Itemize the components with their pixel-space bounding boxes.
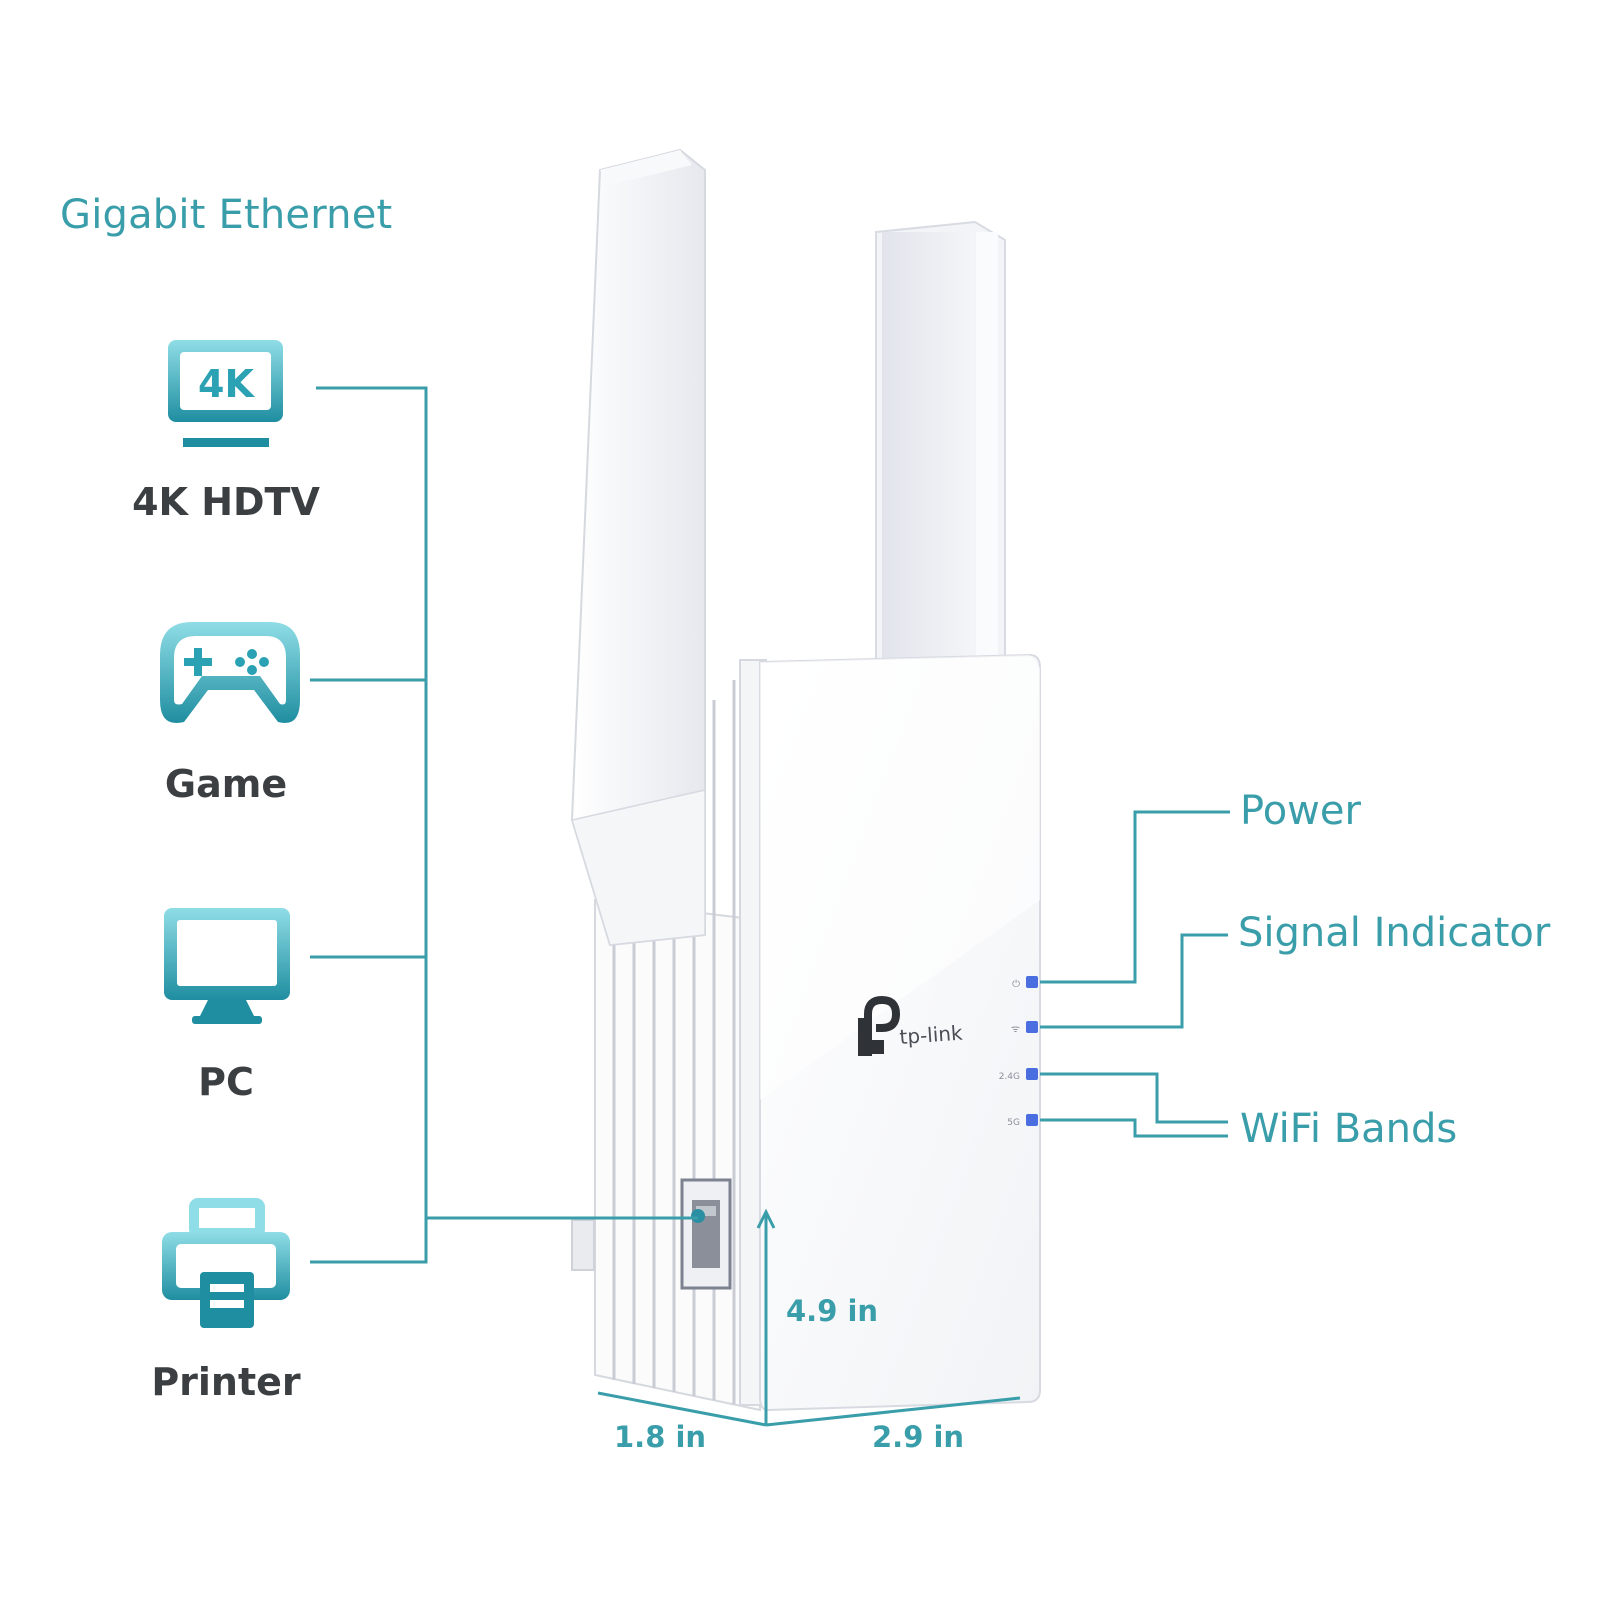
section-heading: Gigabit Ethernet <box>60 192 393 238</box>
callout-signal-indicator: Signal Indicator <box>1238 910 1551 956</box>
dimension-width: 2.9 in <box>872 1420 965 1454</box>
device-label-printer: Printer <box>151 1360 301 1404</box>
gamepad-icon <box>160 622 300 724</box>
callout-power: Power <box>1240 788 1361 834</box>
callout-wifi-bands: WiFi Bands <box>1240 1106 1458 1152</box>
led-label-24g: 2.4G <box>999 1072 1020 1082</box>
device-label-tv: 4K HDTV <box>132 480 320 524</box>
extender-body <box>759 653 1041 1412</box>
left-antenna <box>570 148 706 947</box>
led-callout-lines <box>1040 810 1230 1138</box>
right-antenna <box>875 220 1006 681</box>
printer-icon <box>162 1198 290 1328</box>
device-connector-lines <box>310 386 698 1264</box>
dimension-lines <box>597 1208 1021 1427</box>
dimension-depth: 1.8 in <box>614 1420 707 1454</box>
brand-name: tp-link <box>899 1021 964 1049</box>
monitor-icon <box>164 908 290 1024</box>
device-label-game: Game <box>164 762 288 806</box>
tv-4k-icon <box>168 340 283 447</box>
device-label-pc: PC <box>198 1060 254 1104</box>
led-indicators <box>1026 976 1038 1126</box>
ethernet-port <box>680 1178 732 1290</box>
led-label-signal: ᯤ <box>1011 1024 1020 1035</box>
tp-link-logo <box>858 995 901 1056</box>
dimension-height: 4.9 in <box>786 1294 879 1328</box>
led-label-5g: 5G <box>1007 1118 1020 1128</box>
tv-4k-icon-text: 4K <box>198 362 255 406</box>
led-label-power: ⏻ <box>1012 979 1020 990</box>
